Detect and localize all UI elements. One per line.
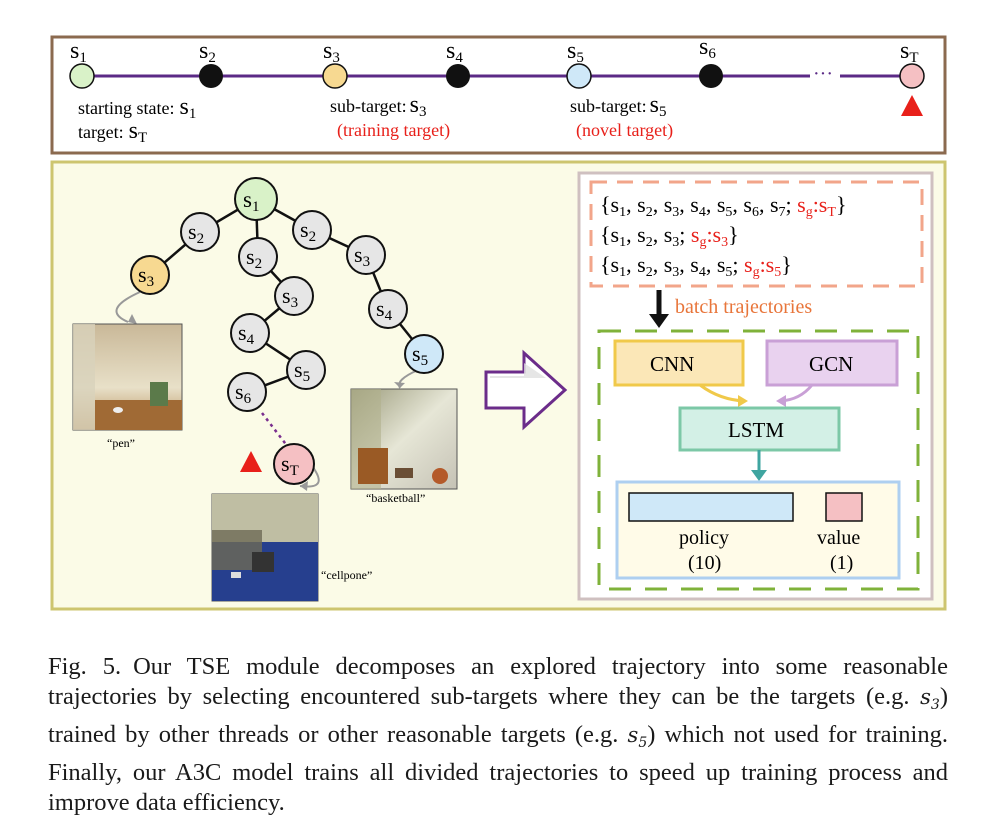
svg-text:s2: s2 — [300, 217, 316, 245]
state-label-s4: s4 — [446, 38, 463, 66]
top-panel-border — [50, 35, 947, 155]
svg-text:s6: s6 — [235, 379, 252, 407]
state-node-s1 — [69, 63, 95, 89]
svg-text:s2: s2 — [246, 244, 262, 272]
state-node-s4 — [446, 64, 470, 88]
subtarget-s3-text: sub-target:s3 — [330, 92, 427, 120]
ellipsis: ··· — [813, 63, 833, 85]
batch-label: batch trajectories — [675, 296, 812, 318]
gcn-block — [765, 339, 899, 387]
cellphone-caption: “cellpone” — [321, 568, 372, 582]
caption-label: Fig. 5. — [48, 653, 122, 680]
value-box — [825, 492, 863, 522]
tree-node-s2-right: s2 — [292, 210, 332, 250]
tse-figure: ··· s1 s2 s3 s4 s5 s6 sT starting state:… — [50, 34, 947, 611]
state-label-s3: s3 — [323, 38, 340, 66]
caption-part-1: Our TSE module decomposes an explored tr… — [48, 653, 948, 710]
starting-state-text: starting state:s1 — [78, 94, 196, 122]
cellphone-image — [211, 493, 319, 602]
novel-target-note: (novel target) — [576, 120, 673, 141]
trajectory-1: {s1, s2, s3, s4, s5, s6, s7; sg:sT} — [600, 192, 847, 220]
state-label-s5: s5 — [567, 38, 584, 66]
tree-node-s5-right: s5 — [404, 334, 444, 374]
trajectory-3: {s1, s2, s3, s4, s5; sg:s5} — [600, 252, 792, 280]
gcn-label: GCN — [809, 352, 853, 376]
lstm-label: LSTM — [728, 418, 784, 442]
caption-var-s5: s5 — [627, 723, 648, 752]
svg-text:sT: sT — [281, 451, 299, 479]
svg-text:s3: s3 — [354, 242, 370, 270]
policy-label: policy — [679, 527, 729, 549]
svg-text:s5: s5 — [294, 357, 310, 385]
caption-part-3: ) which not used for training. Finally, … — [48, 721, 948, 817]
state-node-s2 — [199, 64, 223, 88]
value-dim: (1) — [830, 552, 853, 574]
svg-text:s4: s4 — [238, 320, 255, 348]
pen-caption: “pen” — [107, 436, 135, 450]
cnn-block — [613, 339, 745, 387]
state-label-s1: s1 — [70, 38, 87, 66]
training-target-note: (training target) — [337, 120, 450, 141]
basketball-caption: “basketball” — [366, 491, 425, 505]
tree-nodes: s1 s2 s3 s2 s3 s4 s5 s6 sT s2 s3 s4 s5 — [130, 177, 444, 485]
figure-caption: Fig. 5.Our TSE module decomposes an expl… — [48, 652, 948, 818]
policy-bar — [628, 492, 794, 522]
tree-node-s2-mid: s2 — [238, 237, 278, 277]
state-node-s3 — [322, 63, 348, 89]
cnn-label: CNN — [650, 352, 694, 376]
svg-text:s4: s4 — [376, 296, 393, 324]
dotted-edge — [261, 412, 289, 448]
batch-arrow-head-icon — [649, 314, 669, 328]
state-label-s6: s6 — [699, 34, 716, 62]
state-label-s2: s2 — [199, 38, 216, 66]
svg-text:s3: s3 — [138, 262, 154, 290]
pen-image — [72, 323, 183, 431]
tree-node-s2-left: s2 — [180, 212, 220, 252]
tree-node-s1: s1 — [234, 177, 278, 221]
target-text: target:sT — [78, 118, 147, 146]
state-node-s5 — [566, 63, 592, 89]
state-node-sT — [899, 63, 925, 89]
state-label-sT: sT — [900, 38, 919, 66]
tree-node-s6-mid: s6 — [227, 372, 267, 412]
trajectories-box — [589, 180, 924, 288]
target-triangle-icon — [901, 95, 923, 116]
caption-part-2: ) trained by other threads or other reas… — [48, 683, 948, 749]
tree-node-sT: sT — [273, 443, 315, 485]
top-panel: ··· s1 s2 s3 s4 s5 s6 sT starting state:… — [50, 34, 947, 155]
value-label: value — [817, 527, 860, 549]
trajectory-2: {s1, s2, s3; sg:s3} — [600, 222, 739, 250]
trajectory-lines: {s1, s2, s3, s4, s5, s6, s7; sg:sT} {s1,… — [600, 192, 847, 280]
tree-node-s5-mid: s5 — [286, 350, 326, 390]
policy-dim: (10) — [688, 552, 721, 574]
tree-node-s4-right: s4 — [368, 289, 408, 329]
tree-node-s4-mid: s4 — [230, 313, 270, 353]
basketball-image — [350, 388, 458, 490]
bottom-panel: s1 s2 s3 s2 s3 s4 s5 s6 sT s2 s3 s4 s5 “… — [50, 160, 947, 611]
tree-node-s3-mid: s3 — [274, 276, 314, 316]
caption-var-s3: s3 — [920, 685, 940, 714]
svg-text:s1: s1 — [243, 187, 259, 215]
svg-text:s2: s2 — [188, 219, 204, 247]
subtarget-s5-text: sub-target:s5 — [570, 92, 667, 120]
svg-text:s5: s5 — [412, 341, 428, 369]
svg-text:s3: s3 — [282, 283, 298, 311]
target-triangle-icon-tree — [240, 451, 262, 472]
tree-node-s3-right: s3 — [346, 235, 386, 275]
state-node-s6 — [699, 64, 723, 88]
tree-node-s3-left: s3 — [130, 255, 170, 295]
